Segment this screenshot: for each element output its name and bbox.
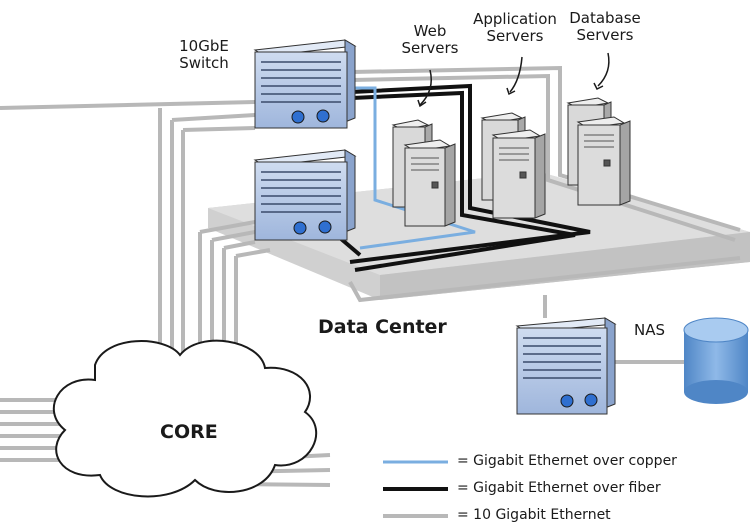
switch-label: 10GbE Switch <box>173 38 235 72</box>
data-center-label: Data Center <box>318 316 447 338</box>
application-servers-label-line2: Servers <box>486 27 544 45</box>
label-arrows <box>417 52 610 108</box>
nas-label: NAS <box>634 321 666 339</box>
legend-10gbe-text: = 10 Gigabit Ethernet <box>457 507 611 523</box>
application-servers-label-line1: Application <box>473 10 557 28</box>
database-servers-label: Database Servers <box>560 10 650 44</box>
storage-cylinder <box>683 317 749 404</box>
switch-bottom <box>253 149 357 241</box>
database-servers-label-line2: Servers <box>576 26 634 44</box>
legend-copper-text: = Gigabit Ethernet over copper <box>457 453 677 469</box>
core-label: CORE <box>160 421 218 443</box>
switch-label-line1: 10GbE <box>179 37 229 55</box>
web-servers-label-line1: Web <box>413 22 447 40</box>
database-servers <box>566 97 631 206</box>
application-servers <box>480 112 546 219</box>
copper-links <box>352 86 476 250</box>
database-servers-label-line1: Database <box>569 9 641 27</box>
legend-fiber-text: = Gigabit Ethernet over fiber <box>457 480 661 496</box>
legend-swatches <box>383 460 448 518</box>
web-servers <box>391 119 456 227</box>
web-servers-label: Web Servers <box>395 23 465 57</box>
core-cloud <box>52 339 318 498</box>
nas-device <box>515 317 617 415</box>
application-servers-label: Application Servers <box>462 11 568 45</box>
web-servers-label-line2: Servers <box>401 39 459 57</box>
switch-top <box>253 39 357 129</box>
ten-gbe-links <box>0 65 741 487</box>
switch-label-line2: Switch <box>179 54 229 72</box>
